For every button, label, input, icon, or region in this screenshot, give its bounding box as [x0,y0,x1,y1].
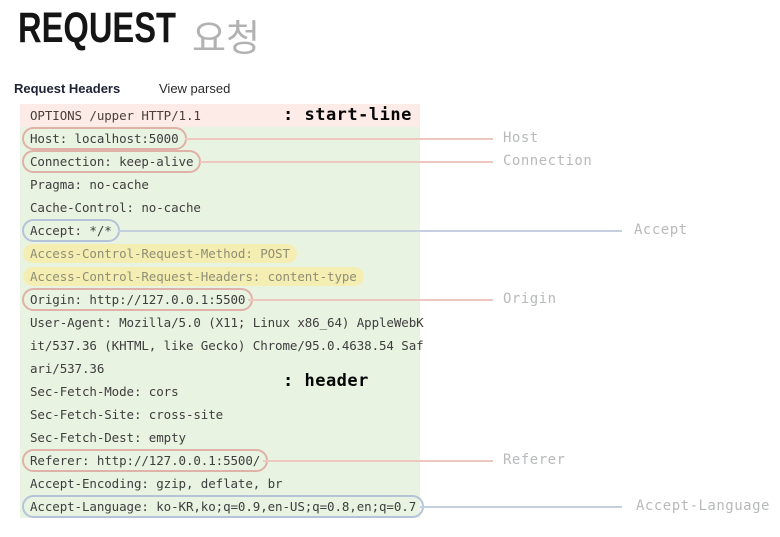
accept-callout-ring: Accept: */* [22,219,120,242]
callout-line-connection [200,161,493,163]
acr-method-highlight: Access-Control-Request-Method: POST [23,244,297,263]
header-line-acr-headers: Access-Control-Request-Headers: content-… [20,265,420,288]
host-callout-ring: Host: localhost:5000 [22,127,187,150]
referer-callout-ring: Referer: http://127.0.0.1:5500/ [22,449,269,472]
header-line-sec-fetch-mode: Sec-Fetch-Mode: cors [30,384,179,399]
raw-headers-panel: OPTIONS /upper HTTP/1.1 Host: localhost:… [20,104,425,518]
header-line-acr-method: Access-Control-Request-Method: POST [20,242,420,265]
origin-callout-ring: Origin: http://127.0.0.1:5500 [22,288,254,311]
callout-label-origin: Origin [503,291,557,307]
callout-line-referer [263,460,493,462]
header-line-pragma: Pragma: no-cache [30,177,149,192]
callout-line-accept [118,230,622,232]
callout-line-host [185,138,493,140]
view-parsed-link[interactable]: View parsed [159,81,231,96]
header-line-sec-fetch-site: Sec-Fetch-Site: cross-site [30,407,224,422]
header-line-user-agent-wrap-3: ari/537.36 [30,361,105,376]
acr-headers-highlight: Access-Control-Request-Headers: content-… [23,267,364,286]
accept-language-callout-ring: Accept-Language: ko-KR,ko;q=0.9,en-US;q=… [22,495,425,518]
callout-label-connection: Connection [503,153,593,169]
header-line-user-agent: User-Agent: Mozilla/5.0 (X11; Linux x86_… [30,315,424,330]
header-line-accept-language: Accept-Language: ko-KR,ko;q=0.9,en-US;q=… [20,495,425,518]
callout-label-accept: Accept [634,222,688,238]
page-title-korean: 요청 [192,18,261,59]
header-line-user-agent-wrap-2: it/537.36 (KHTML, like Gecko) Chrome/95.… [30,338,424,353]
callout-label-referer: Referer [503,452,566,468]
page-title: REQUEST [18,4,176,52]
request-headers-heading: Request Headers [14,81,121,96]
header-line-cache-control: Cache-Control: no-cache [30,200,201,215]
start-line-annotation: : start-line [283,105,412,125]
callout-line-accept-language [420,506,622,508]
callout-label-accept-language: Accept-Language [636,498,770,514]
callout-line-origin [248,299,493,301]
callout-label-host: Host [503,130,539,146]
header-line-accept-encoding: Accept-Encoding: gzip, deflate, br [30,476,283,491]
header-annotation: : header [283,371,369,391]
start-line-row: OPTIONS /upper HTTP/1.1 [20,104,420,127]
header-line-sec-fetch-dest: Sec-Fetch-Dest: empty [30,430,186,445]
connection-callout-ring: Connection: keep-alive [22,150,202,173]
